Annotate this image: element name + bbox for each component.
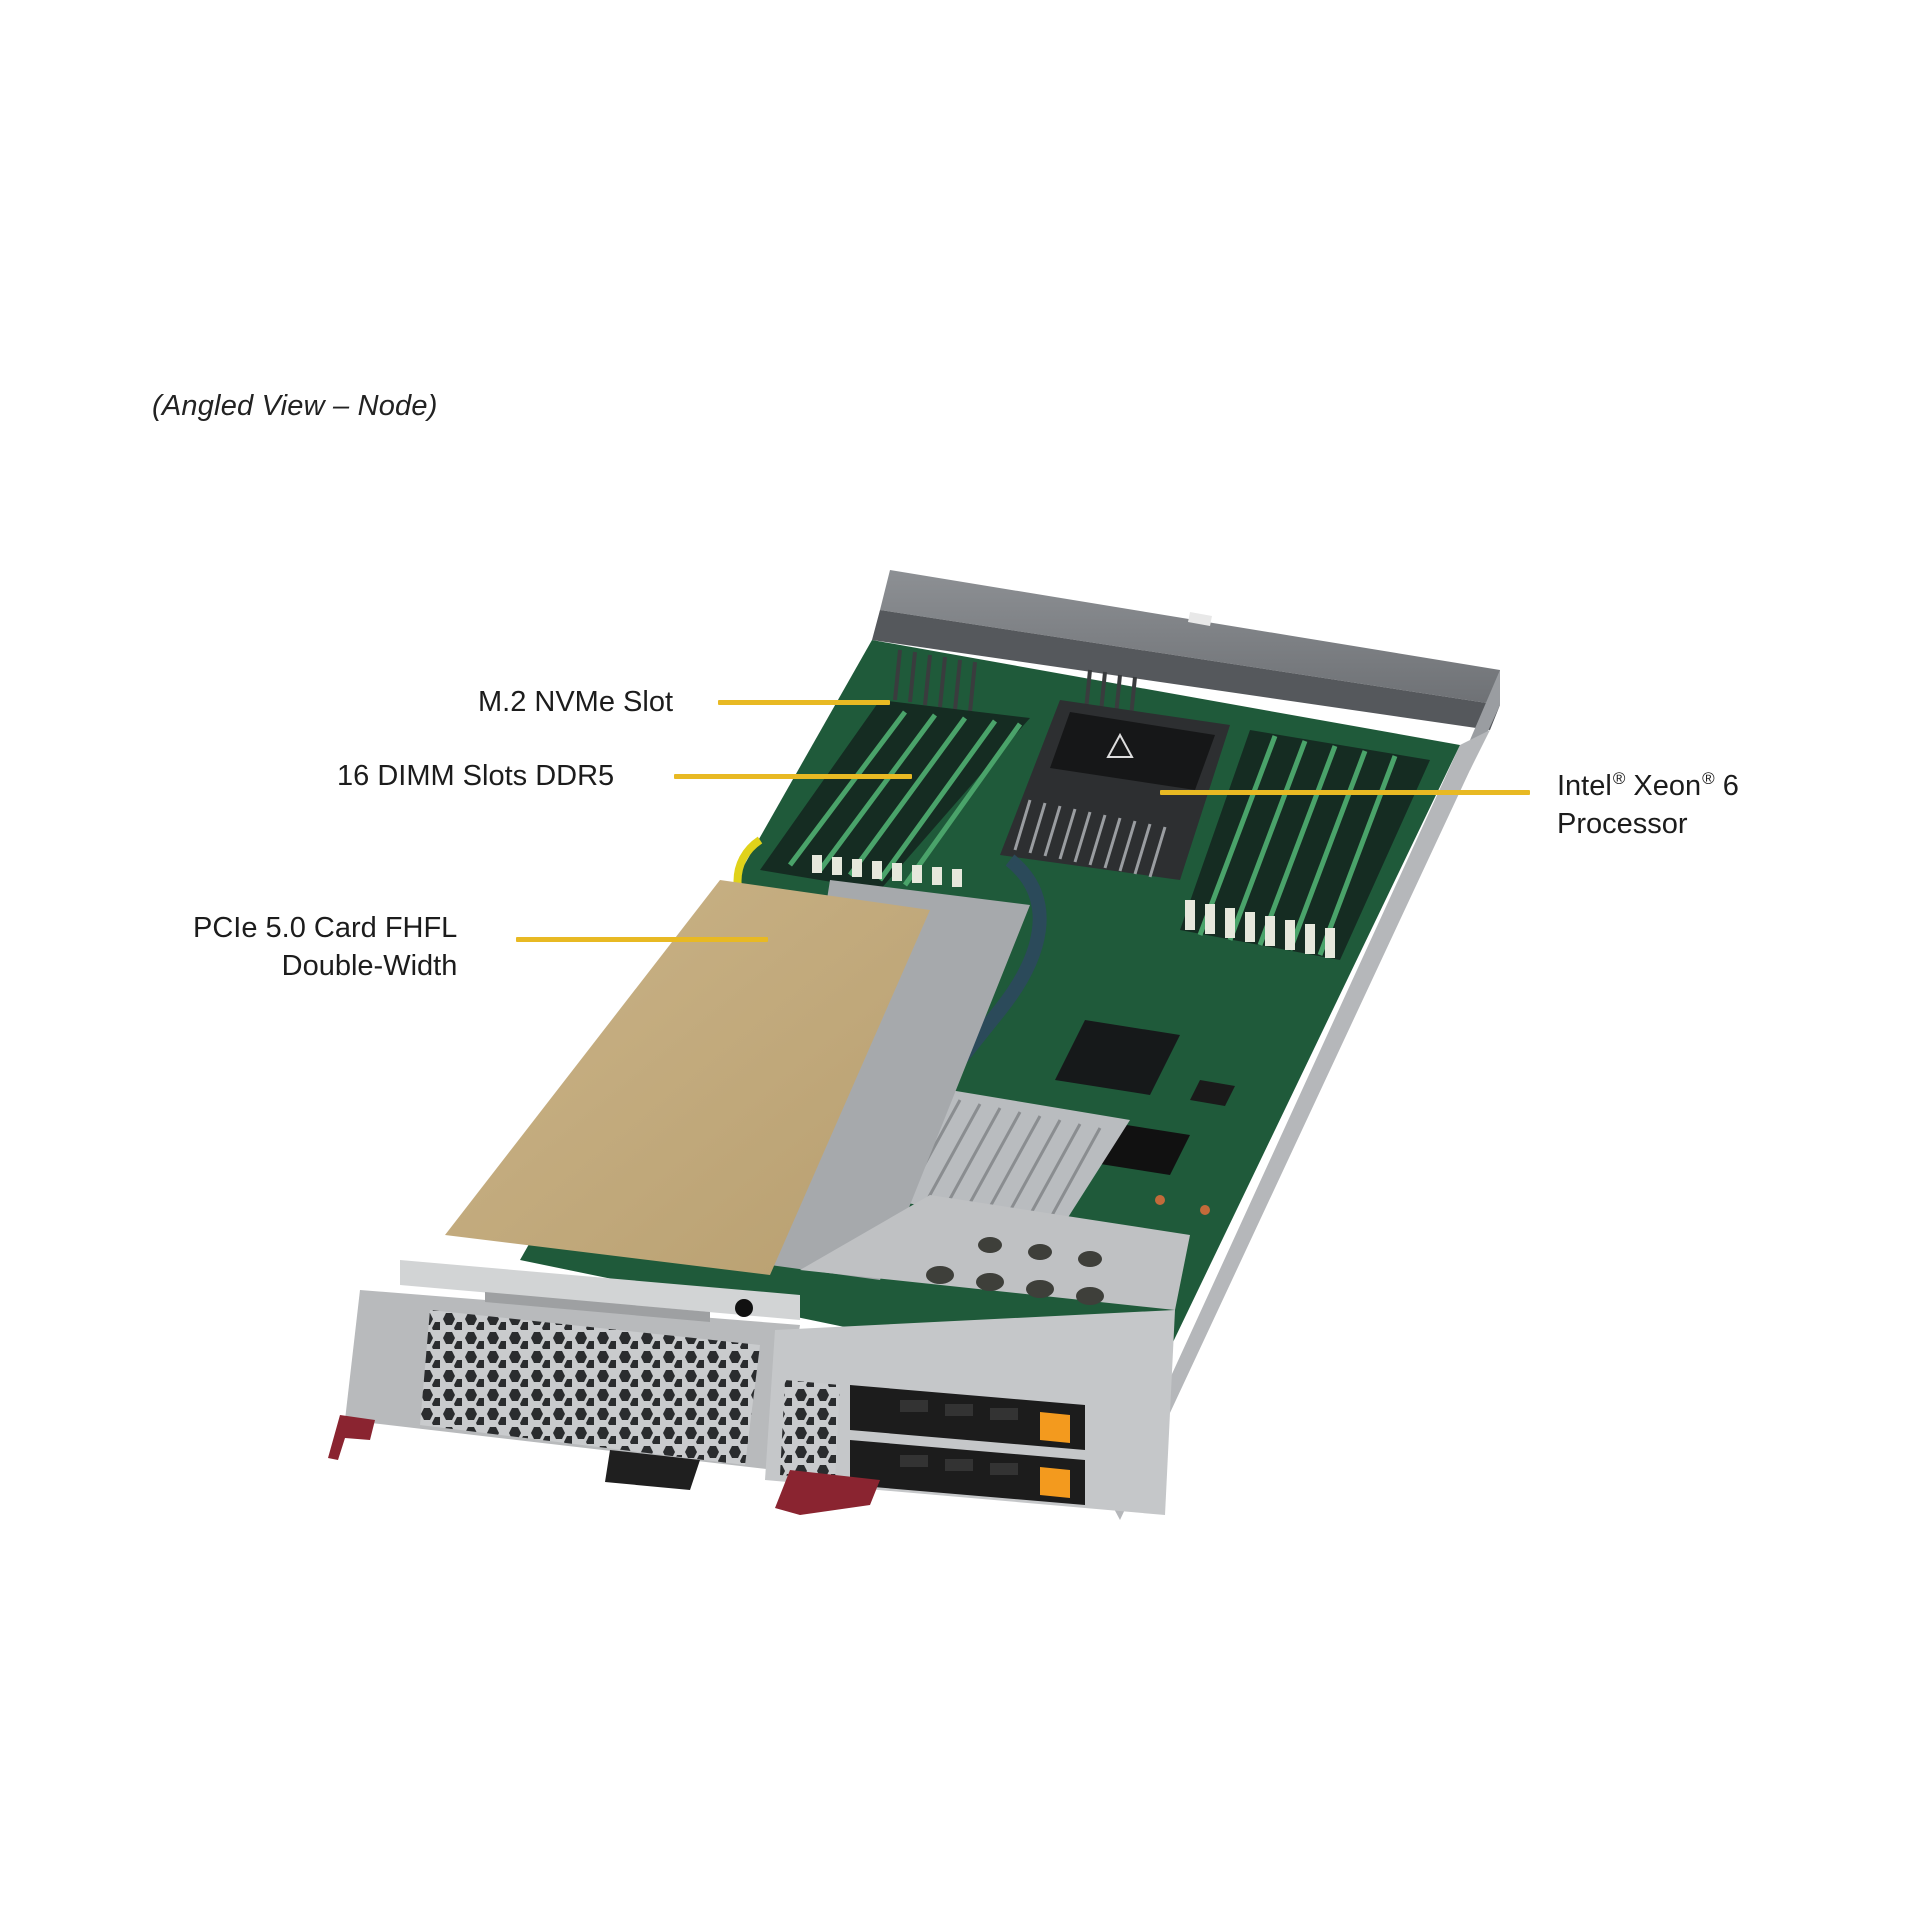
rear-cover (872, 570, 1500, 770)
pcie-card (445, 880, 930, 1275)
front-bezel-left (345, 1260, 800, 1470)
dimm-bank-left (760, 700, 1030, 890)
callout-cpu-line1: Intel® Xeon® 6 (1557, 760, 1739, 805)
cpu-heatsink (1000, 700, 1230, 880)
left-handle[interactable] (328, 1415, 375, 1460)
drive-latch-icon[interactable] (1040, 1412, 1070, 1443)
right-handle[interactable] (775, 1470, 880, 1515)
drive-latch-icon[interactable] (1040, 1467, 1070, 1498)
drive-cage-holes (926, 1237, 1104, 1305)
center-pull-tab[interactable] (605, 1450, 700, 1490)
view-caption: (Angled View – Node) (152, 390, 438, 422)
leader-line-cpu (1160, 790, 1530, 795)
cpu-model: 6 (1722, 770, 1739, 802)
registered-mark: ® (1702, 769, 1715, 788)
callout-m2-nvme-slot: M.2 NVMe Slot (478, 686, 673, 718)
drive-bay-2[interactable] (850, 1440, 1085, 1505)
registered-mark: ® (1612, 769, 1626, 788)
callout-pcie-line2: Double-Width (281, 950, 458, 982)
cable (954, 854, 1047, 1065)
cpu-brand: Intel (1557, 770, 1612, 802)
rear-fins (893, 649, 1137, 728)
chassis-right-wall (1112, 730, 1490, 1520)
cpu-family: Xeon (1633, 770, 1702, 802)
callout-pcie-card: PCIe 5.0 Card FHFL Double-Width (193, 909, 457, 985)
callout-cpu: Intel® Xeon® 6 Processor (1557, 760, 1739, 843)
leader-line-dimm (674, 774, 912, 779)
drive-cage-top (800, 1195, 1190, 1310)
dimm-bank-right (1180, 730, 1430, 960)
drive-bay-1[interactable] (850, 1385, 1085, 1450)
board-components (890, 1020, 1235, 1230)
leader-line-m2 (718, 700, 890, 705)
leader-line-pcie (516, 937, 768, 942)
callout-cpu-line2: Processor (1557, 808, 1688, 840)
callout-pcie-line1: PCIe 5.0 Card FHFL (193, 912, 458, 944)
callout-dimm-slots: 16 DIMM Slots DDR5 (337, 760, 615, 792)
